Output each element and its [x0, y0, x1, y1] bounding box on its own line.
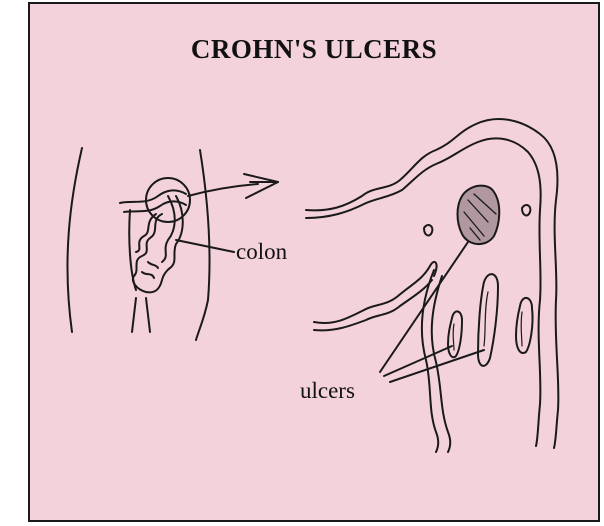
- colon-label: colon: [236, 239, 288, 264]
- small-colon-sketch: [120, 178, 190, 292]
- ulcer-large: [458, 186, 500, 244]
- ulcer-right: [516, 298, 533, 353]
- zoom-arrow: [188, 174, 278, 198]
- ulcer-long-center: [478, 274, 498, 366]
- ulcer-left: [448, 311, 462, 357]
- colon-pointer-line: [176, 240, 234, 252]
- ulcers-label: ulcers: [300, 378, 355, 403]
